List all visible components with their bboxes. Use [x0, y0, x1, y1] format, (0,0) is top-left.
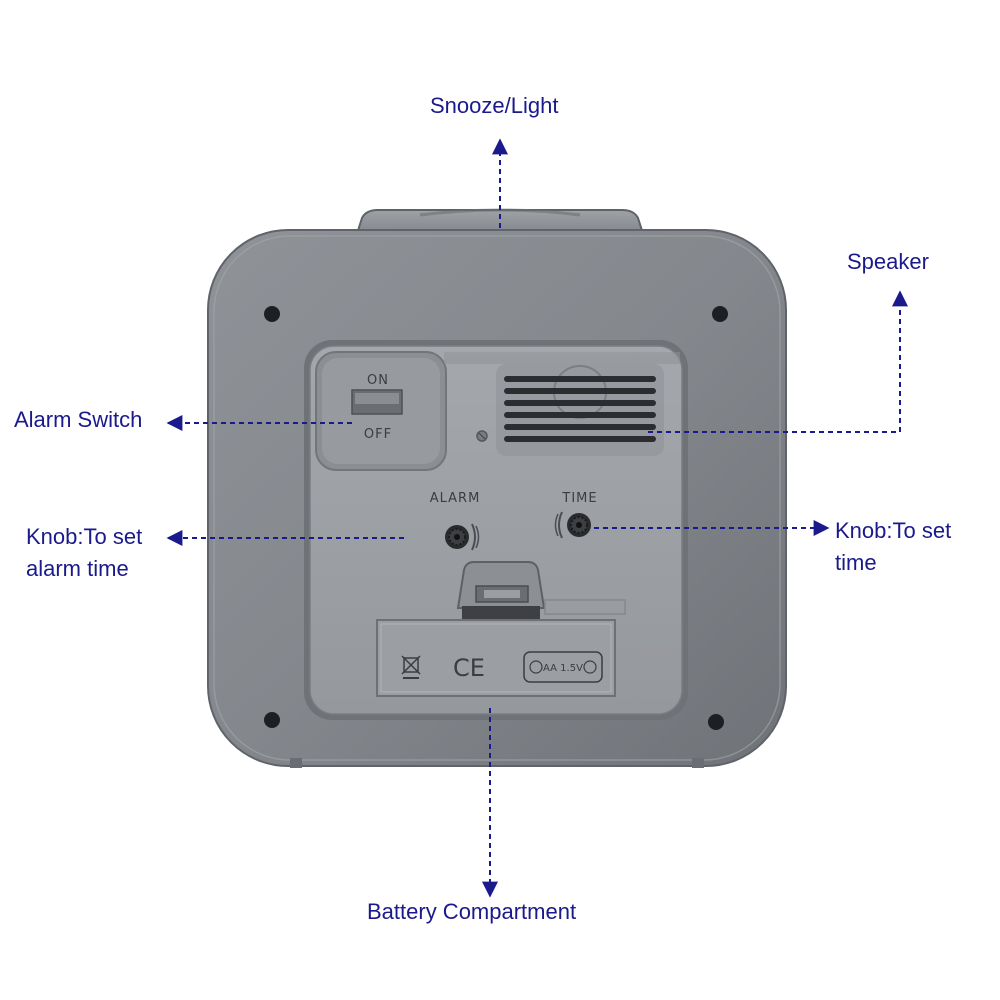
callout-alarm-knob-line1: Knob:To set — [26, 524, 143, 549]
screw-hole-bottom-left — [264, 712, 280, 728]
speaker-slot — [504, 412, 656, 418]
callout-snooze-light: Snooze/Light — [430, 93, 559, 118]
callout-speaker: Speaker — [847, 249, 929, 274]
speaker-slot — [504, 388, 656, 394]
ce-mark: CE — [453, 654, 485, 682]
callout-time-knob: Knob:To set time — [835, 515, 951, 579]
battery-polarity-icon: AA 1.5V — [523, 651, 603, 683]
alarm-knob-label: ALARM — [430, 491, 481, 506]
speaker-slot — [504, 436, 656, 442]
recycle-bin-icon — [401, 655, 421, 679]
switch-on-label: ON — [367, 373, 389, 388]
alarm-switch[interactable]: ON OFF — [351, 373, 403, 442]
label-recess — [544, 599, 626, 615]
callout-time-knob-line2: time — [835, 550, 877, 575]
callout-alarm-knob: Knob:To set alarm time — [26, 521, 142, 585]
callout-battery-compartment: Battery Compartment — [367, 899, 577, 924]
alarm-set-knob[interactable] — [445, 523, 480, 551]
switch-off-label: OFF — [364, 427, 392, 442]
time-knob-label: TIME — [561, 491, 597, 506]
time-set-knob[interactable] — [554, 511, 592, 539]
callout-alarm-switch: Alarm Switch — [14, 407, 143, 432]
callout-time-knob-line1: Knob:To set — [835, 518, 952, 543]
screw-hole-top-right — [712, 306, 728, 322]
battery-label: AA 1.5V — [543, 663, 583, 674]
speaker-slot — [504, 424, 656, 430]
screw-hole-bottom-right — [708, 714, 724, 730]
leader-lines — [166, 138, 908, 898]
screw-hole-top-left — [264, 306, 280, 322]
speaker-slots — [504, 376, 656, 442]
leader-speaker — [648, 290, 908, 433]
stand-clip[interactable] — [456, 561, 546, 620]
callout-alarm-knob-line2: alarm time — [26, 556, 129, 581]
speaker-slot — [504, 400, 656, 406]
speaker-slot — [504, 376, 656, 382]
